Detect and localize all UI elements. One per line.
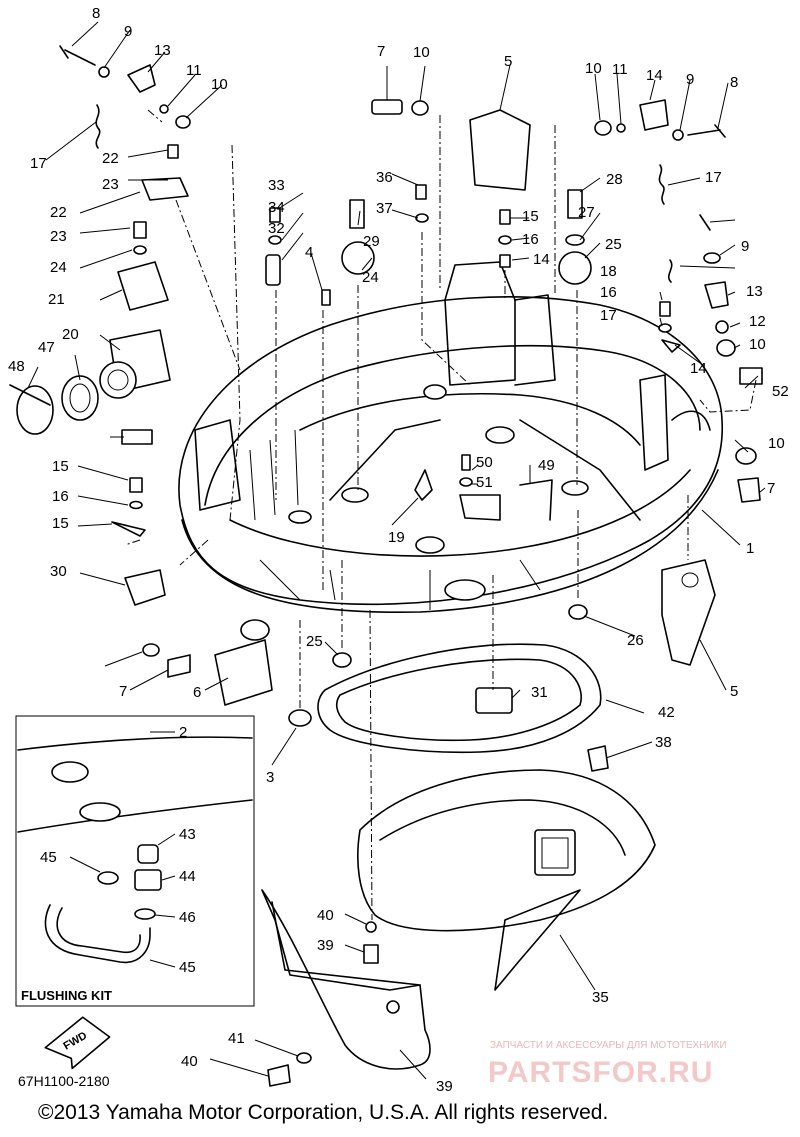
callout: 47 — [38, 339, 55, 356]
callout: 8 — [92, 5, 100, 22]
callout: 16 — [52, 488, 69, 505]
callout: 17 — [705, 169, 722, 186]
callout: 10 — [211, 76, 228, 93]
callout: 34 — [268, 199, 285, 216]
callout: 48 — [8, 358, 25, 375]
callout: 7 — [377, 43, 385, 60]
callout: 21 — [48, 291, 65, 308]
callout: 10 — [749, 336, 766, 353]
callout: 8 — [730, 74, 738, 91]
callout: 24 — [50, 259, 67, 276]
callout: 3 — [266, 769, 274, 786]
callout: 22 — [102, 150, 119, 167]
callout: 41 — [228, 1030, 245, 1047]
front-cover-38 — [261, 889, 431, 1070]
fwd-arrow-icon — [44, 1016, 111, 1070]
callout: 36 — [376, 169, 393, 186]
callout: 40 — [317, 907, 334, 924]
callout: 38 — [655, 734, 672, 751]
callout: 35 — [592, 989, 609, 1006]
callout: 16 — [522, 231, 539, 248]
callout: 15 — [52, 515, 69, 532]
callout-labels: 1 2 3 4 5 5 6 7 7 7 8 8 9 9 9 10 10 10 1… — [8, 5, 789, 1095]
flushing-kit-inset — [15, 715, 255, 1007]
callout: 23 — [102, 176, 119, 193]
callout: 51 — [476, 474, 493, 491]
callout: 12 — [749, 313, 766, 330]
callout: 5 — [730, 683, 738, 700]
callout: 45 — [40, 849, 57, 866]
callout: 22 — [50, 204, 67, 221]
callout: 10 — [585, 60, 602, 77]
callout: 43 — [179, 826, 196, 843]
callout: 15 — [522, 208, 539, 225]
callout: 10 — [768, 435, 785, 452]
callout: 2 — [179, 724, 187, 741]
callout: 7 — [119, 683, 127, 700]
lower-cover-34 — [357, 769, 656, 991]
callout: 30 — [50, 563, 67, 580]
bottom-cowling — [178, 261, 723, 614]
copyright-line: ©2013 Yamaha Motor Corporation, U.S.A. A… — [38, 1101, 608, 1124]
callout: 40 — [181, 1053, 198, 1070]
flushing-kit-label: FLUSHING KIT — [21, 988, 112, 1003]
callout: 25 — [605, 236, 622, 253]
callout: 49 — [538, 457, 555, 474]
callout: 26 — [627, 632, 644, 649]
callout: 7 — [767, 480, 775, 497]
watermark-brand: PARTSFOR.RU — [488, 1056, 713, 1089]
callout: 17 — [600, 307, 617, 324]
callout: 29 — [363, 233, 380, 250]
seal-41 — [317, 643, 602, 754]
callout: 11 — [612, 61, 628, 78]
callout: 45 — [179, 959, 196, 976]
callout: 14 — [646, 67, 663, 84]
callout: 52 — [772, 383, 789, 400]
callout: 39 — [436, 1078, 453, 1095]
callout: 17 — [30, 155, 47, 172]
callout: 10 — [413, 44, 430, 61]
callout: 33 — [268, 177, 285, 194]
callout: 20 — [62, 326, 79, 343]
callout: 42 — [658, 704, 675, 721]
part-code: 67H1100-2180 — [18, 1073, 110, 1089]
callout: 11 — [186, 62, 202, 79]
callout: 27 — [578, 204, 595, 221]
leader-lines — [27, 21, 766, 1080]
callout: 14 — [690, 360, 707, 377]
callout: 1 — [746, 540, 754, 557]
watermark-caption: ЗАПЧАСТИ И АКСЕССУАРЫ ДЛЯ МОТОТЕХНИКИ — [490, 1040, 727, 1051]
callout: 39 — [317, 937, 334, 954]
callout: 9 — [686, 71, 694, 88]
callout: 5 — [504, 53, 512, 70]
callout: 14 — [533, 251, 550, 268]
hardware-parts — [9, 45, 763, 1087]
callout: 13 — [154, 42, 171, 59]
callout: 32 — [268, 220, 285, 237]
callout: 6 — [193, 684, 201, 701]
callout: 44 — [179, 868, 196, 885]
callout: 19 — [388, 529, 405, 546]
callout: 31 — [531, 684, 548, 701]
callout: 28 — [606, 171, 623, 188]
callout: 9 — [124, 23, 132, 40]
callout: 16 — [600, 284, 617, 301]
callout: 23 — [50, 228, 67, 245]
callout: 37 — [376, 200, 393, 217]
callout: 4 — [305, 244, 313, 261]
callout: 24 — [362, 269, 379, 286]
callout: 15 — [52, 458, 69, 475]
callout: 18 — [600, 263, 617, 280]
callout: 9 — [741, 238, 749, 255]
callout: 50 — [476, 454, 493, 471]
callout: 46 — [179, 909, 196, 926]
callout: 25 — [306, 633, 323, 650]
callout: 13 — [746, 283, 763, 300]
